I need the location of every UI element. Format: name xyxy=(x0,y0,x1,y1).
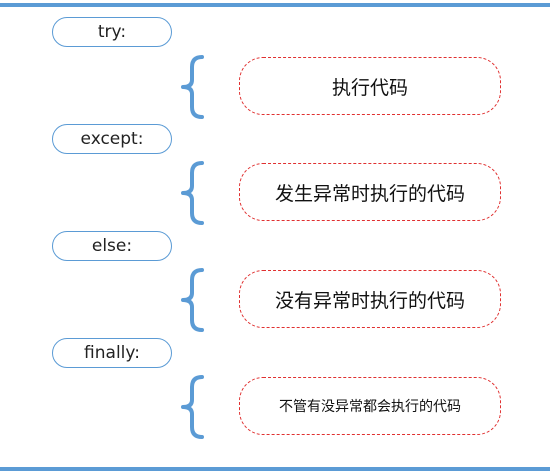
brace-icon xyxy=(181,375,204,439)
code-box-finally: 不管有没异常都会执行的代码 xyxy=(239,377,501,435)
keyword-finally: finally: xyxy=(52,338,172,368)
brace-icon xyxy=(181,55,204,119)
keyword-else: else: xyxy=(52,231,172,261)
brace-icon xyxy=(181,161,204,225)
code-box-except: 发生异常时执行的代码 xyxy=(239,163,501,221)
keyword-except: except: xyxy=(52,124,172,154)
brace-icon xyxy=(181,268,204,332)
code-box-try: 执行代码 xyxy=(239,57,501,115)
code-box-else: 没有异常时执行的代码 xyxy=(239,270,501,328)
keyword-try: try: xyxy=(52,17,172,47)
bottom-divider xyxy=(0,467,550,471)
top-divider xyxy=(0,3,550,7)
